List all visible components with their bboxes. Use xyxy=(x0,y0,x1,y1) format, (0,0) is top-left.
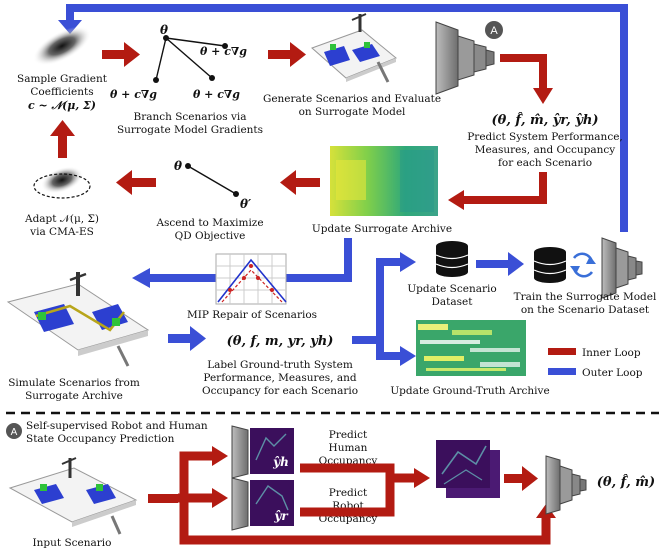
adapt-gaussian-icon xyxy=(33,166,91,199)
branch-label-2: Surrogate Model Gradients xyxy=(117,124,263,136)
robot-trajectory-line xyxy=(255,485,289,511)
ascend-label-1: Ascend to Maximize xyxy=(155,217,263,229)
ascend-theta-prime: θ′ xyxy=(240,197,252,211)
arrow-predictors-to-combined xyxy=(300,463,430,517)
sample-formula: c ~ 𝒩(μ, Σ) xyxy=(28,99,96,112)
update-gt-archive-label: Update Ground-Truth Archive xyxy=(390,385,549,397)
scenario-table-icon xyxy=(311,13,397,83)
predict-label-3: for each Scenario xyxy=(498,157,592,169)
sample-label-2: Coefficients xyxy=(30,86,93,98)
adapt-label-1: Adapt 𝒩(μ, Σ) xyxy=(24,213,99,225)
legend-inner-swatch xyxy=(548,348,576,355)
branch-label-c: θ + c∇g xyxy=(193,88,240,101)
bottom-title-2: State Occupancy Prediction xyxy=(26,433,175,445)
predict-human-1: Predict xyxy=(329,429,368,441)
branch-label-1: Branch Scenarios via xyxy=(133,111,246,123)
branch-graph-icon xyxy=(153,35,228,83)
arrow-ascend-to-adapt xyxy=(116,170,156,195)
arrow-dataset-to-train xyxy=(476,252,524,276)
label-gt-2: Performance, Measures, and xyxy=(203,372,356,384)
update-surrogate-archive-label: Update Surrogate Archive xyxy=(312,223,452,235)
human-hat-label: ŷh xyxy=(272,455,289,469)
ground-truth-archive-heatmap xyxy=(416,320,526,376)
branch-label-a: θ + c∇g xyxy=(200,45,247,58)
arrow-predict-to-archive xyxy=(448,172,547,210)
input-scenario-label: Input Scenario xyxy=(33,537,112,549)
label-gt-3: Occupancy for each Scenario xyxy=(202,385,358,397)
human-trajectory-line xyxy=(255,433,287,461)
train-network-icon xyxy=(601,237,643,299)
update-dataset-label-1: Update Scenario xyxy=(407,283,496,295)
train-label-2: on the Scenario Dataset xyxy=(521,304,650,316)
generate-label-1: Generate Scenarios and Evaluate xyxy=(263,93,441,105)
badge-a-top-icon xyxy=(485,21,503,39)
arrow-network-to-predict xyxy=(500,54,553,104)
mip-repair-grid-icon xyxy=(215,253,287,305)
branch-theta: θ xyxy=(160,23,168,37)
legend xyxy=(548,348,576,375)
badge-a-bottom: A xyxy=(11,427,18,438)
robot-predictor-network-icon xyxy=(231,477,249,531)
train-dataset-icon xyxy=(533,247,567,283)
combined-occupancy-map xyxy=(436,440,500,498)
predict-tuple: (θ, f̂, m̂, ŷr, ŷh) xyxy=(492,112,599,128)
bottom-title-1: Self-supervised Robot and Human xyxy=(26,420,208,432)
input-scenario-table-icon xyxy=(8,457,138,535)
train-label-1: Train the Surrogate Model xyxy=(514,291,657,303)
simulate-label-1: Simulate Scenarios from xyxy=(8,377,140,389)
refresh-cycle-icon xyxy=(570,252,596,278)
legend-inner-label: Inner Loop xyxy=(582,347,641,359)
surrogate-network-icon xyxy=(435,21,495,95)
gaussian-blob-icon xyxy=(32,26,92,66)
label-tuple: (θ, f, m, yr, yh) xyxy=(227,334,334,349)
arrow-input-to-predictors xyxy=(148,446,556,545)
predict-robot-1: Predict xyxy=(329,487,368,499)
badge-a-top: A xyxy=(490,25,498,37)
predict-label-2: Measures, and Occupancy xyxy=(475,144,616,156)
legend-outer-label: Outer Loop xyxy=(582,367,643,379)
badge-a-bottom-icon xyxy=(6,423,22,439)
surrogate-archive-heatmap xyxy=(330,146,438,216)
scenario-dataset-icon xyxy=(435,241,469,277)
arrow-archive-to-ascend xyxy=(280,170,320,195)
branch-label-b: θ + c∇g xyxy=(110,88,157,101)
simulate-label-2: Surrogate Archive xyxy=(25,390,123,402)
arrow-archive-to-mip xyxy=(132,238,352,288)
label-gt-1: Label Ground-truth System xyxy=(207,359,353,371)
robot-hat-label: ŷr xyxy=(273,509,289,523)
adapt-label-2: via CMA-ES xyxy=(29,226,94,238)
predict-human-2: Human xyxy=(329,442,368,454)
simulate-scenario-table-icon xyxy=(6,272,150,367)
human-occupancy-map xyxy=(250,428,294,474)
ascend-label-2: QD Objective xyxy=(175,230,246,242)
ascend-theta: θ xyxy=(174,159,182,173)
predict-label-1: Predict System Performance, xyxy=(467,131,623,143)
update-dataset-label-2: Dataset xyxy=(432,296,474,308)
sample-label-1: Sample Gradient xyxy=(17,73,108,85)
arrow-simulate-to-label xyxy=(168,326,206,351)
arrow-branch-to-generate xyxy=(268,42,306,67)
arrow-label-to-dataset xyxy=(352,252,416,366)
legend-outer-swatch xyxy=(548,368,576,375)
arrow-sample-to-branch xyxy=(102,42,140,67)
arrow-combined-to-output xyxy=(504,466,538,491)
human-predictor-network-icon xyxy=(231,425,249,479)
generate-label-2: on Surrogate Model xyxy=(299,106,406,118)
output-tuple: (θ, f̂, m̂) xyxy=(597,474,655,490)
outer-loop-top-arrow xyxy=(58,4,628,232)
ascend-graph-icon xyxy=(185,163,239,197)
mip-label: MIP Repair of Scenarios xyxy=(187,309,317,321)
output-network-icon xyxy=(545,455,587,515)
arrow-adapt-to-sample xyxy=(50,120,75,158)
